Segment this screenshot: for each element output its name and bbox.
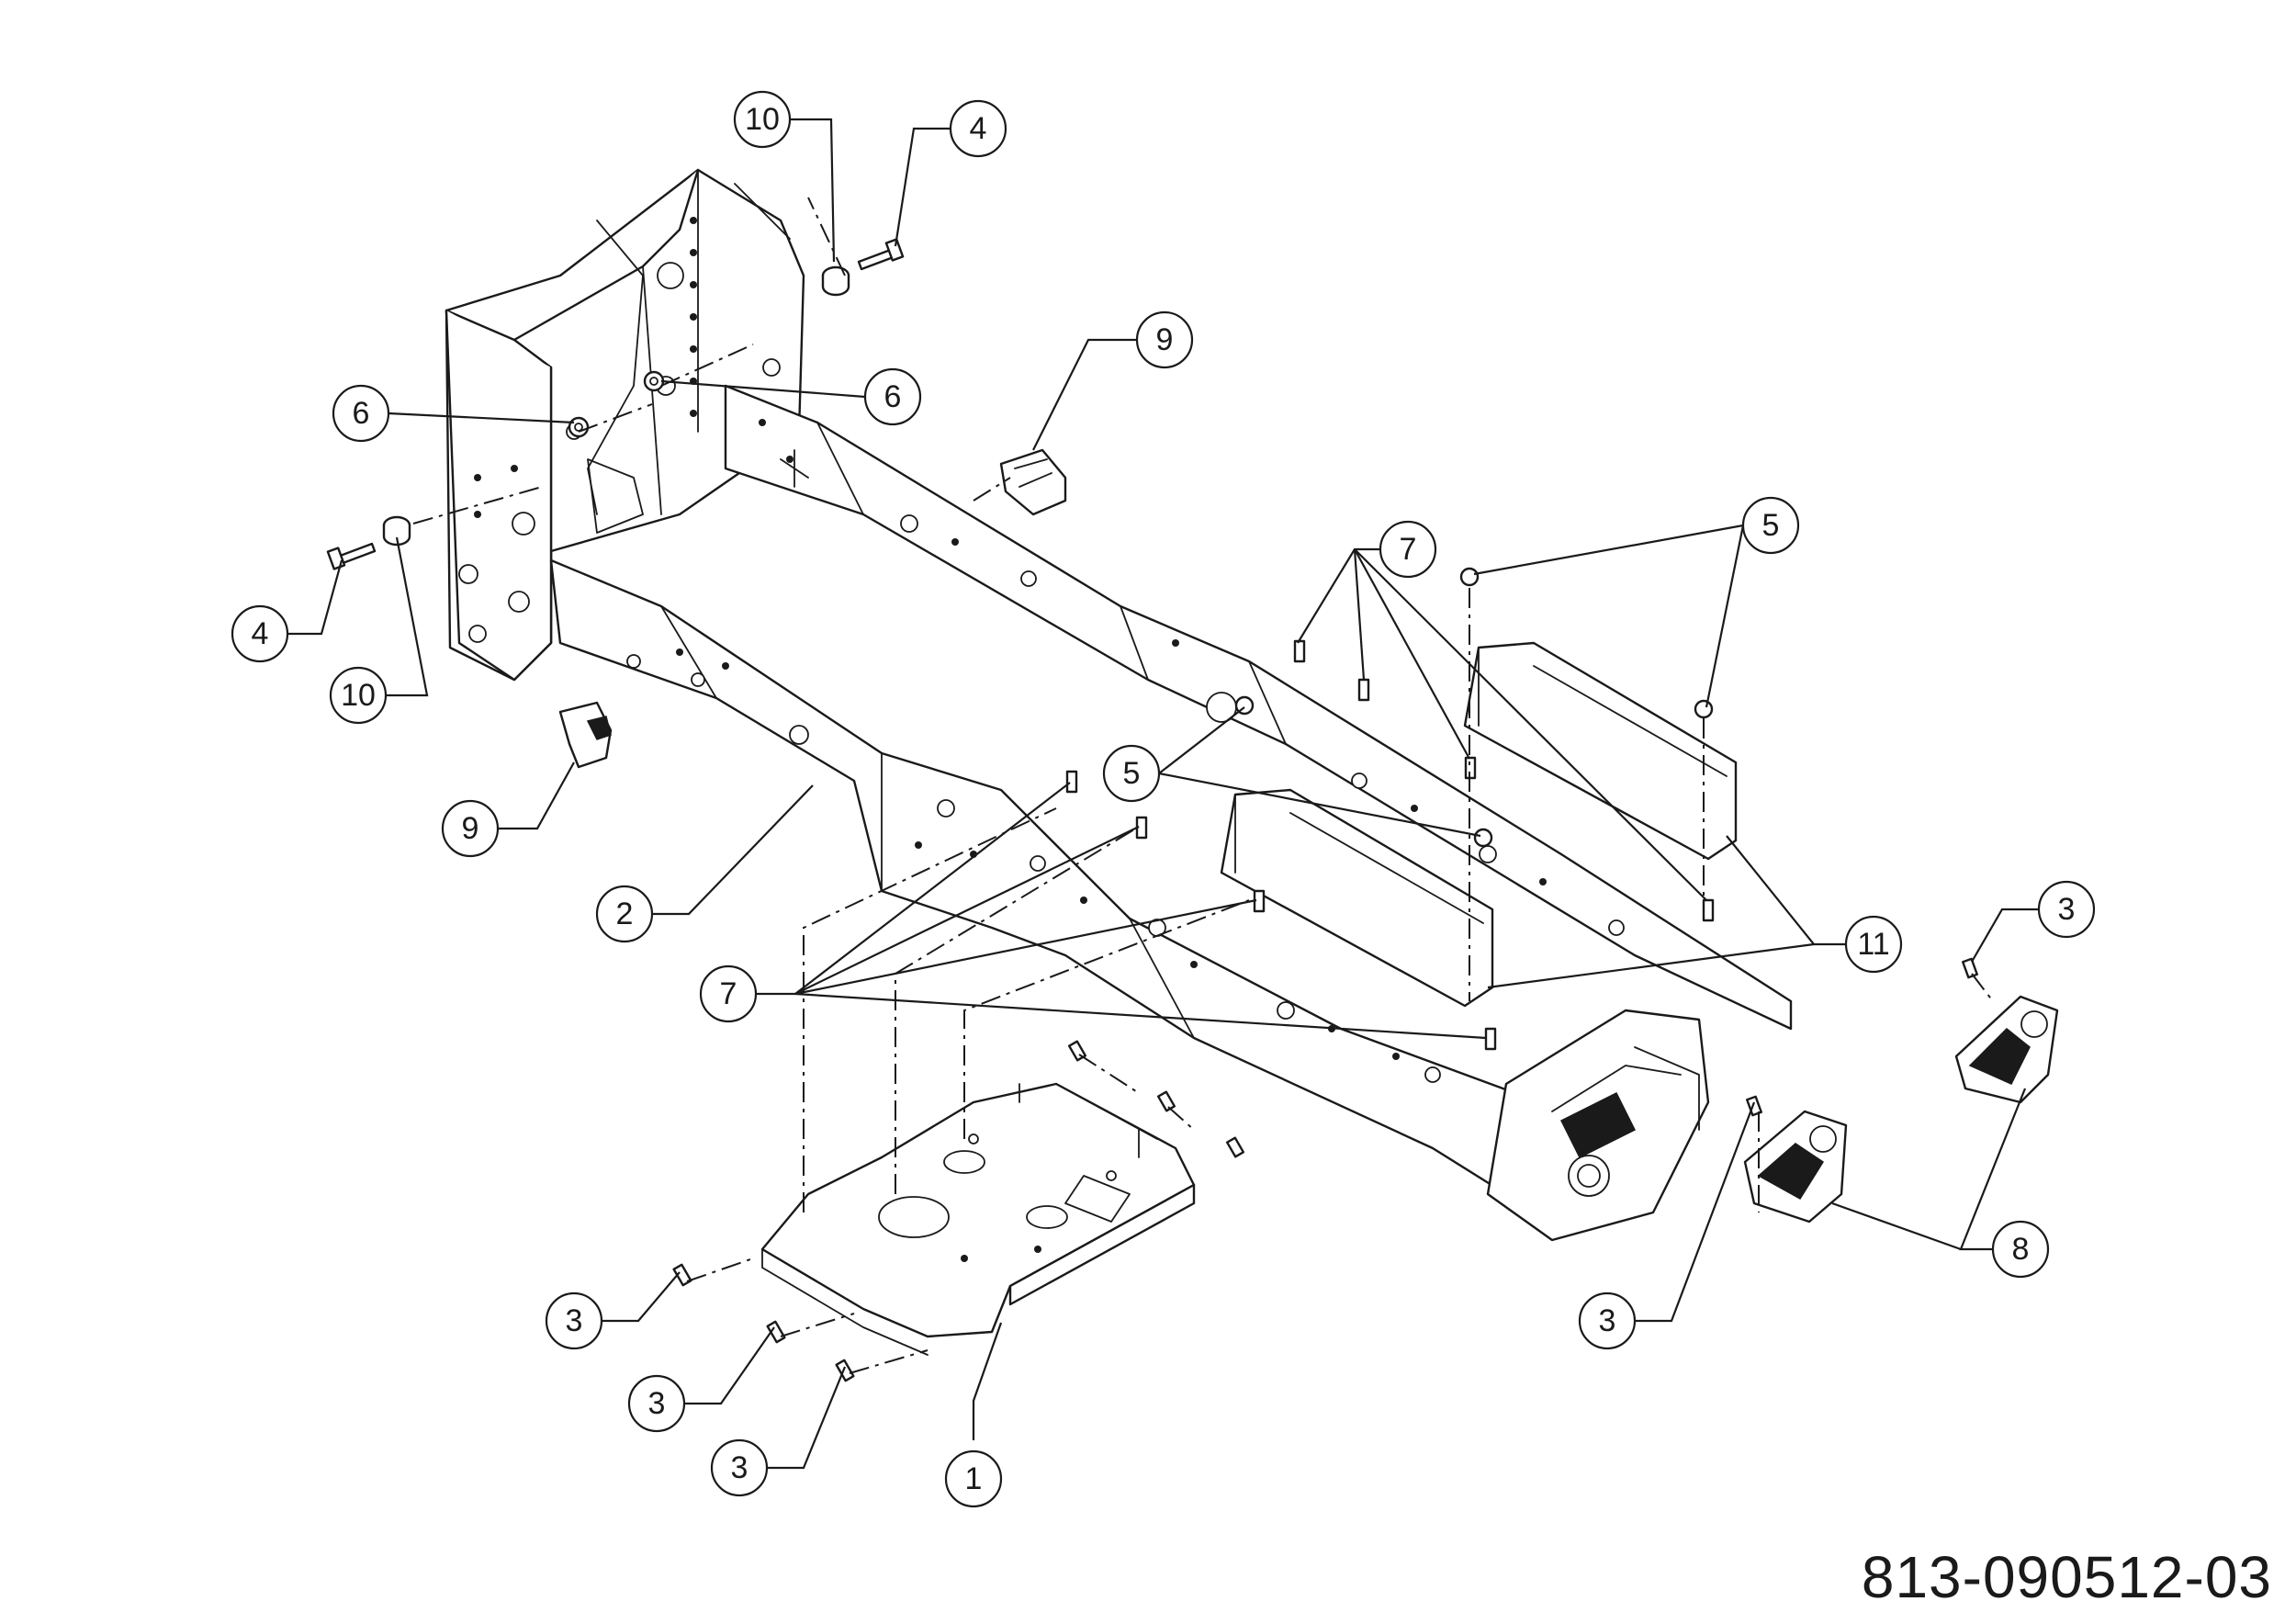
svg-text:9: 9 [1156,322,1174,357]
bumper-top [999,448,1067,516]
callout-9-top: 9 [1135,310,1194,369]
svg-text:7: 7 [1400,532,1417,567]
rear-bracket-plate [445,168,805,682]
callout-10-left: 10 [329,666,388,725]
stiffener-channel-upper [1463,641,1738,861]
callout-3-front-right: 3 [1578,1291,1637,1350]
callout-7-left: 7 [699,964,758,1023]
svg-text:3: 3 [566,1303,583,1338]
svg-text:6: 6 [353,396,370,431]
svg-text:5: 5 [1762,508,1780,543]
svg-text:8: 8 [2012,1232,2030,1267]
svg-text:6: 6 [884,379,902,414]
callout-4-left: 4 [231,604,289,663]
gear-bracket-right [1954,995,2059,1104]
svg-text:5: 5 [1123,756,1141,791]
callout-3-a: 3 [545,1291,603,1350]
svg-text:3: 3 [2058,892,2076,927]
spacer-top [821,265,850,297]
front-axle-housing [1486,1009,1710,1242]
svg-text:3: 3 [1599,1303,1616,1338]
svg-text:4: 4 [970,111,987,146]
callout-8: 8 [1991,1220,2050,1279]
svg-text:3: 3 [648,1386,666,1421]
callout-5-mid: 5 [1102,744,1161,803]
callout-5-top: 5 [1741,496,1800,555]
svg-text:3: 3 [731,1450,748,1485]
svg-text:9: 9 [462,811,479,846]
bolt-set-7 [1065,639,1715,1051]
callout-3-b: 3 [627,1374,686,1433]
leader-lines [287,118,2039,1470]
callout-6-left: 6 [332,384,390,443]
spacer-left [382,515,411,547]
svg-text:2: 2 [616,897,634,931]
drawing-number: 813-090512-03 [1861,1544,2272,1610]
svg-text:11: 11 [1857,927,1889,962]
bolt-left [326,542,377,570]
callout-6-center: 6 [863,367,922,426]
callout-1: 1 [944,1449,1003,1508]
callout-3-c: 3 [710,1438,769,1497]
callout-3-right: 3 [2037,880,2096,939]
bumper-left [558,701,613,769]
svg-text:4: 4 [252,616,269,651]
svg-text:1: 1 [965,1461,983,1496]
callout-4-top: 4 [949,99,1007,158]
callout-11: 11 [1844,915,1903,974]
floor-plate [760,1082,1196,1356]
nut-center [643,370,665,392]
svg-text:10: 10 [341,678,376,713]
callout-2: 2 [595,885,654,943]
callout-9-left: 9 [441,799,500,858]
nut-left [568,416,590,438]
gear-bracket-left [1743,1110,1848,1224]
callout-7-top: 7 [1379,520,1437,579]
svg-text:7: 7 [720,976,737,1011]
frame-rail-right [724,384,1793,1031]
bolt-top [857,238,905,271]
svg-text:10: 10 [745,102,780,137]
callout-10-top: 10 [733,90,792,149]
